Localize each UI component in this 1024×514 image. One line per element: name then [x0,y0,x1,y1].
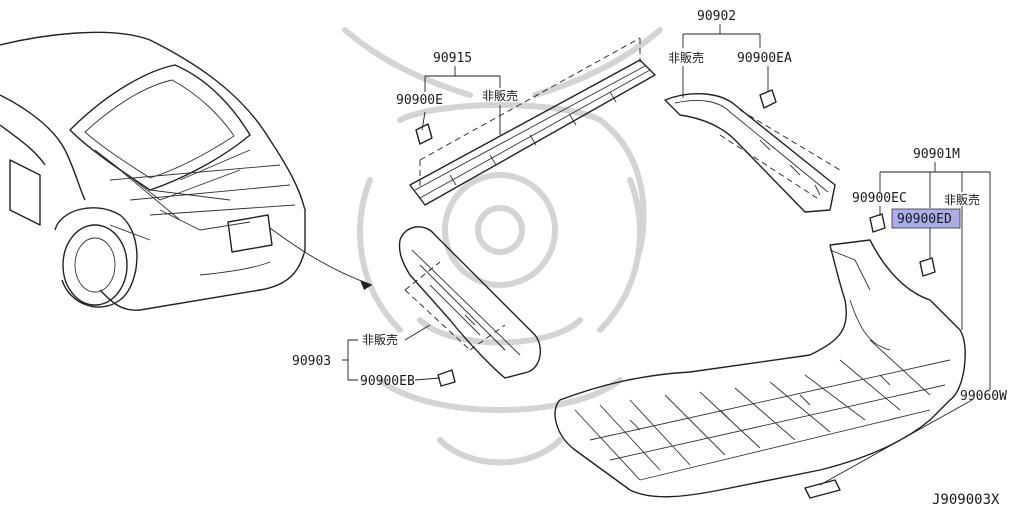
watermark-emblem [342,27,663,466]
label-nsale-90902: 非販売 [668,50,704,65]
label-nsale-90901M: 非販売 [944,192,980,207]
clip-90900E [415,123,433,145]
label-90900EB[interactable]: 90900EB [360,374,415,389]
label-90900EC[interactable]: 90900EC [852,191,907,206]
clip-90900EC [869,213,886,233]
car-illustration [0,31,306,311]
label-90900ED[interactable]: 90900ED [897,212,952,227]
label-nsale-90915: 非販売 [482,88,518,103]
label-90902[interactable]: 90902 [697,9,736,24]
clip-90900EA [759,89,777,109]
label-90903[interactable]: 90903 [292,354,331,369]
label-nsale-90903: 非販売 [362,332,398,347]
label-99060W[interactable]: 99060W [960,389,1007,404]
label-90900EA[interactable]: 90900EA [737,51,792,66]
label-90900E[interactable]: 90900E [396,93,443,108]
highlight-90900ED [891,208,961,229]
pointer-arrow [269,227,373,290]
label-90915[interactable]: 90915 [433,51,472,66]
clip-90900ED [919,257,936,277]
leader-lines [342,24,991,486]
clip-90900EB [437,369,456,387]
label-90901M[interactable]: 90901M [913,147,960,162]
diagram-code: J909003X [932,492,1000,508]
part-90915-finisher [409,37,656,206]
part-90902-finisher [664,92,841,213]
part-90901M-back-trim [554,239,966,499]
part-90903-trim [398,226,542,379]
